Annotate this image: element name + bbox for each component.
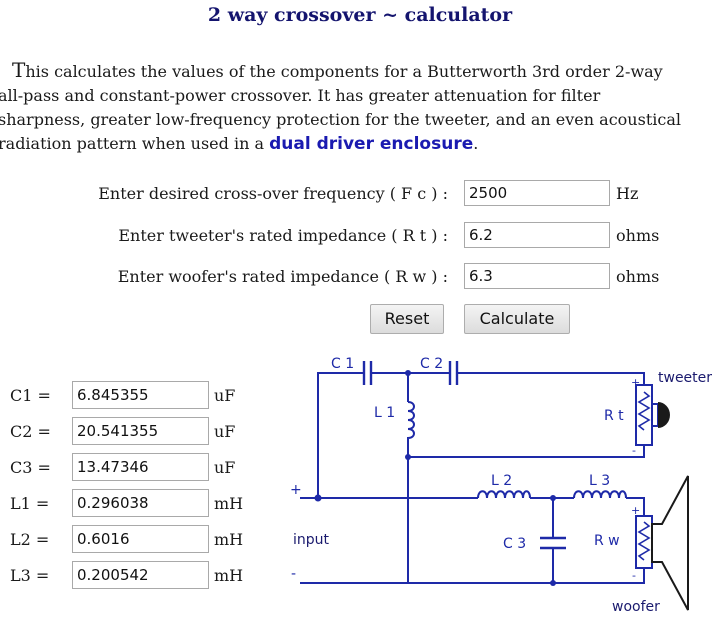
- tweeter-impedance-label: Enter tweeter's rated impedance ( R t ) …: [118, 226, 448, 245]
- tweeter-schematic-label: tweeter: [658, 370, 712, 386]
- woofer-icon: [651, 475, 689, 611]
- intro-line-4-end: .: [473, 134, 479, 153]
- junction-dots: [314, 370, 556, 586]
- c3-schematic-label: C 3: [503, 536, 526, 552]
- woofer-impedance-unit: ohms: [616, 267, 660, 286]
- crossover-frequency-input[interactable]: 2500: [464, 180, 610, 206]
- woofer-resistor: [635, 515, 653, 569]
- intro-drop-cap: T: [12, 58, 26, 82]
- c3-result-unit: uF: [214, 458, 236, 477]
- tweeter-impedance-unit: ohms: [616, 226, 660, 245]
- l3-result-label: L3 =: [10, 566, 50, 585]
- l3-result-unit: mH: [214, 566, 244, 585]
- l1-result-unit: mH: [214, 494, 244, 513]
- c3-result-label: C3 =: [10, 458, 51, 477]
- calculate-button[interactable]: Calculate: [464, 304, 570, 334]
- intro-line-3: sharpness, greater low-frequency protect…: [0, 110, 681, 129]
- tweeter-minus-label: -: [632, 444, 636, 457]
- l1-result-field[interactable]: 0.296038: [72, 489, 209, 517]
- c2-result-unit: uF: [214, 422, 236, 441]
- woofer-plus-label: +: [631, 504, 640, 517]
- crossover-frequency-label: Enter desired cross-over frequency ( F c…: [98, 184, 448, 203]
- intro-line-2: all-pass and constant-power crossover. I…: [0, 86, 601, 105]
- input-schematic-label: input: [293, 532, 330, 548]
- tweeter-icon: [658, 402, 670, 428]
- input-plus-label: +: [290, 482, 302, 498]
- reset-button[interactable]: Reset: [370, 304, 444, 334]
- tweeter-resistor: [635, 384, 659, 446]
- woofer-minus-label: -: [632, 569, 636, 582]
- page-title: 2 way crossover ~ calculator: [207, 4, 513, 26]
- c2-schematic-label: C 2: [420, 356, 443, 372]
- woofer-impedance-label: Enter woofer's rated impedance ( R w ) :: [117, 267, 448, 286]
- l2-result-field[interactable]: 0.6016: [72, 525, 209, 553]
- dual-driver-enclosure-link[interactable]: dual driver enclosure: [269, 134, 474, 154]
- l2-schematic-label: L 2: [491, 473, 512, 489]
- l1-result-label: L1 =: [10, 494, 50, 513]
- c2-result-label: C2 =: [10, 422, 51, 441]
- c1-result-label: C1 =: [10, 386, 51, 405]
- input-minus-label: -: [291, 566, 296, 582]
- c1-result-field[interactable]: 6.845355: [72, 381, 209, 409]
- tweeter-impedance-input[interactable]: 6.2: [464, 222, 610, 248]
- intro-paragraph: This calculates the values of the compon…: [0, 58, 720, 156]
- woofer-impedance-input[interactable]: 6.3: [464, 263, 610, 289]
- l1-schematic-label: L 1: [374, 405, 395, 421]
- rt-schematic-label: R t: [604, 408, 624, 424]
- tweeter-plus-label: +: [631, 376, 640, 389]
- l3-schematic-label: L 3: [589, 473, 610, 489]
- l2-result-unit: mH: [214, 530, 244, 549]
- woofer-schematic-label: woofer: [612, 599, 660, 615]
- intro-line-4: radiation pattern when used in a: [0, 134, 270, 153]
- c3-result-field[interactable]: 13.47346: [72, 453, 209, 481]
- l3-result-field[interactable]: 0.200542: [72, 561, 209, 589]
- c2-result-field[interactable]: 20.541355: [72, 417, 209, 445]
- c1-result-unit: uF: [214, 386, 236, 405]
- l2-result-label: L2 =: [10, 530, 50, 549]
- intro-line-1: his calculates the values of the compone…: [25, 62, 663, 81]
- rw-schematic-label: R w: [594, 533, 620, 549]
- frequency-unit: Hz: [616, 184, 639, 203]
- c1-schematic-label: C 1: [331, 356, 354, 372]
- schematic-wires: [300, 361, 645, 584]
